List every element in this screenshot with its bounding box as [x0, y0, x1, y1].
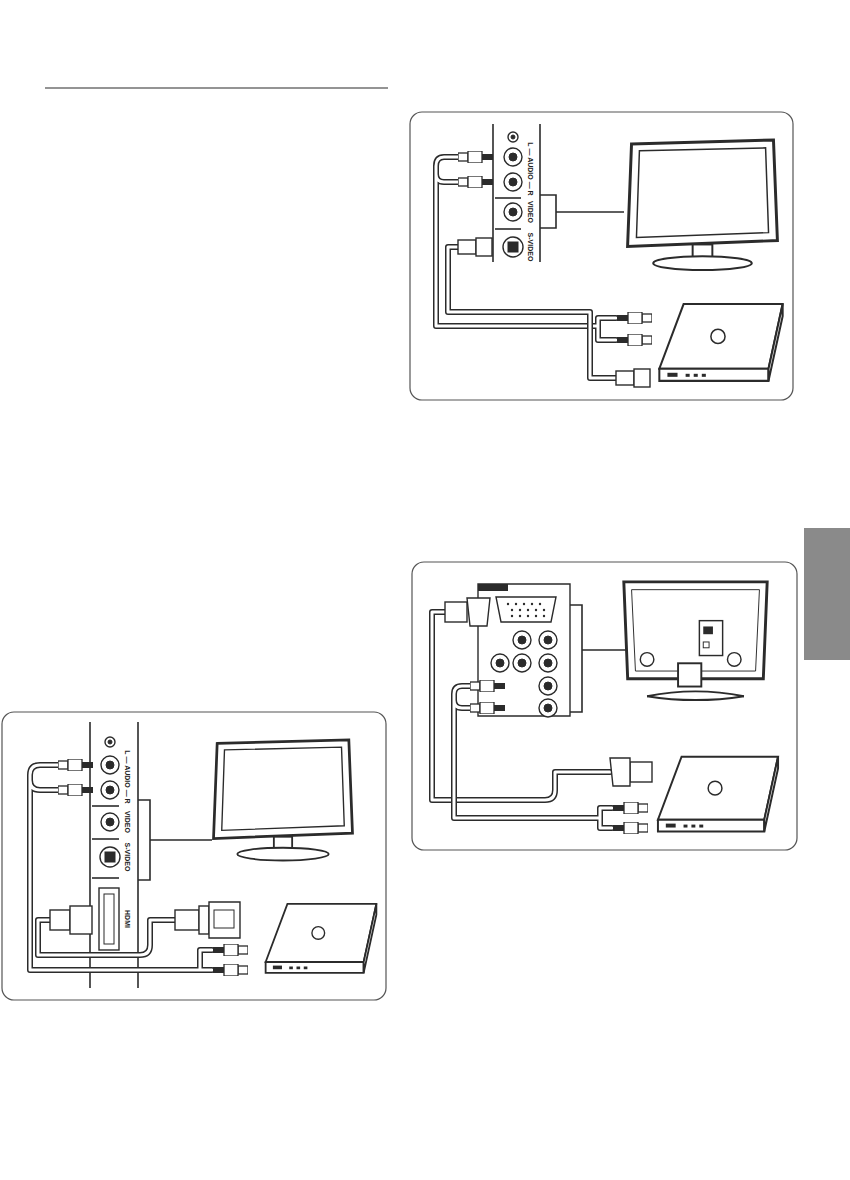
port-label: VIDEO: [526, 200, 534, 224]
port-label: S-VIDEO: [123, 842, 131, 873]
port-label: S-VIDEO: [526, 232, 534, 263]
port-label: L — AUDIO — R: [123, 749, 131, 804]
port-label: VIDEO: [123, 810, 131, 834]
port-label: HDMI: [123, 909, 131, 929]
port-label: L — AUDIO — R: [526, 141, 534, 196]
